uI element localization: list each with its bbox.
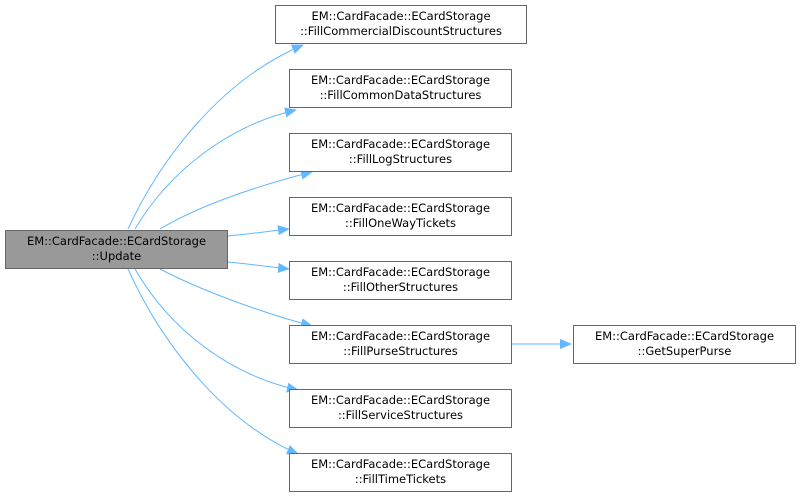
node-fill-log-structures[interactable]: EM::CardFacade::ECardStorage ::FillLogSt… — [289, 133, 512, 172]
node-line2: ::FillOtherStructures — [343, 280, 458, 294]
edge-update-to-fill-purse-structures — [159, 268, 313, 328]
edge-update-to-fill-log-structures — [159, 169, 313, 230]
node-line1: EM::CardFacade::ECardStorage — [311, 201, 490, 215]
node-line2: ::FillTimeTickets — [355, 472, 446, 486]
node-line1: EM::CardFacade::ECardStorage — [311, 329, 490, 343]
node-fill-service-structures[interactable]: EM::CardFacade::ECardStorage ::FillServi… — [289, 389, 512, 428]
node-update-line1: EM::CardFacade::ECardStorage — [27, 234, 206, 248]
edge-update-to-fill-one-way-tickets — [227, 225, 290, 237]
node-line1: EM::CardFacade::ECardStorage — [311, 137, 490, 151]
node-update[interactable]: EM::CardFacade::ECardStorage ::Update — [5, 230, 228, 269]
node-fill-time-tickets[interactable]: EM::CardFacade::ECardStorage ::FillTimeT… — [289, 453, 512, 492]
node-fill-commercial-discount-structures[interactable]: EM::CardFacade::ECardStorage ::FillComme… — [275, 5, 527, 44]
edge-update-to-fill-service-structures — [134, 268, 299, 393]
node-line1: EM::CardFacade::ECardStorage — [311, 393, 490, 407]
node-line2: ::FillCommercialDiscountStructures — [300, 24, 502, 38]
node-fill-common-data-structures[interactable]: EM::CardFacade::ECardStorage ::FillCommo… — [289, 69, 512, 108]
node-line2: ::GetSuperPurse — [638, 344, 732, 358]
node-line1: EM::CardFacade::ECardStorage — [311, 9, 490, 23]
node-line1: EM::CardFacade::ECardStorage — [311, 457, 490, 471]
node-fill-other-structures[interactable]: EM::CardFacade::ECardStorage ::FillOther… — [289, 261, 512, 300]
edge-update-to-fill-time-tickets — [127, 268, 299, 455]
node-get-super-purse[interactable]: EM::CardFacade::ECardStorage ::GetSuperP… — [573, 325, 796, 364]
edge-update-to-fill-commercial-discount-structures — [127, 44, 304, 230]
node-line2: ::FillCommonDataStructures — [320, 88, 482, 102]
node-line2: ::FillLogStructures — [349, 152, 452, 166]
edge-update-to-fill-other-structures — [227, 261, 290, 273]
node-fill-purse-structures[interactable]: EM::CardFacade::ECardStorage ::FillPurse… — [289, 325, 512, 364]
edge-update-to-fill-common-data-structures — [134, 107, 297, 230]
node-line2: ::FillServiceStructures — [338, 408, 463, 422]
node-line2: ::FillPurseStructures — [343, 344, 457, 358]
node-update-line2: ::Update — [92, 249, 141, 263]
node-fill-one-way-tickets[interactable]: EM::CardFacade::ECardStorage ::FillOneWa… — [289, 197, 512, 236]
node-line2: ::FillOneWayTickets — [345, 216, 456, 230]
node-line1: EM::CardFacade::ECardStorage — [311, 73, 490, 87]
node-line1: EM::CardFacade::ECardStorage — [595, 329, 774, 343]
node-line1: EM::CardFacade::ECardStorage — [311, 265, 490, 279]
